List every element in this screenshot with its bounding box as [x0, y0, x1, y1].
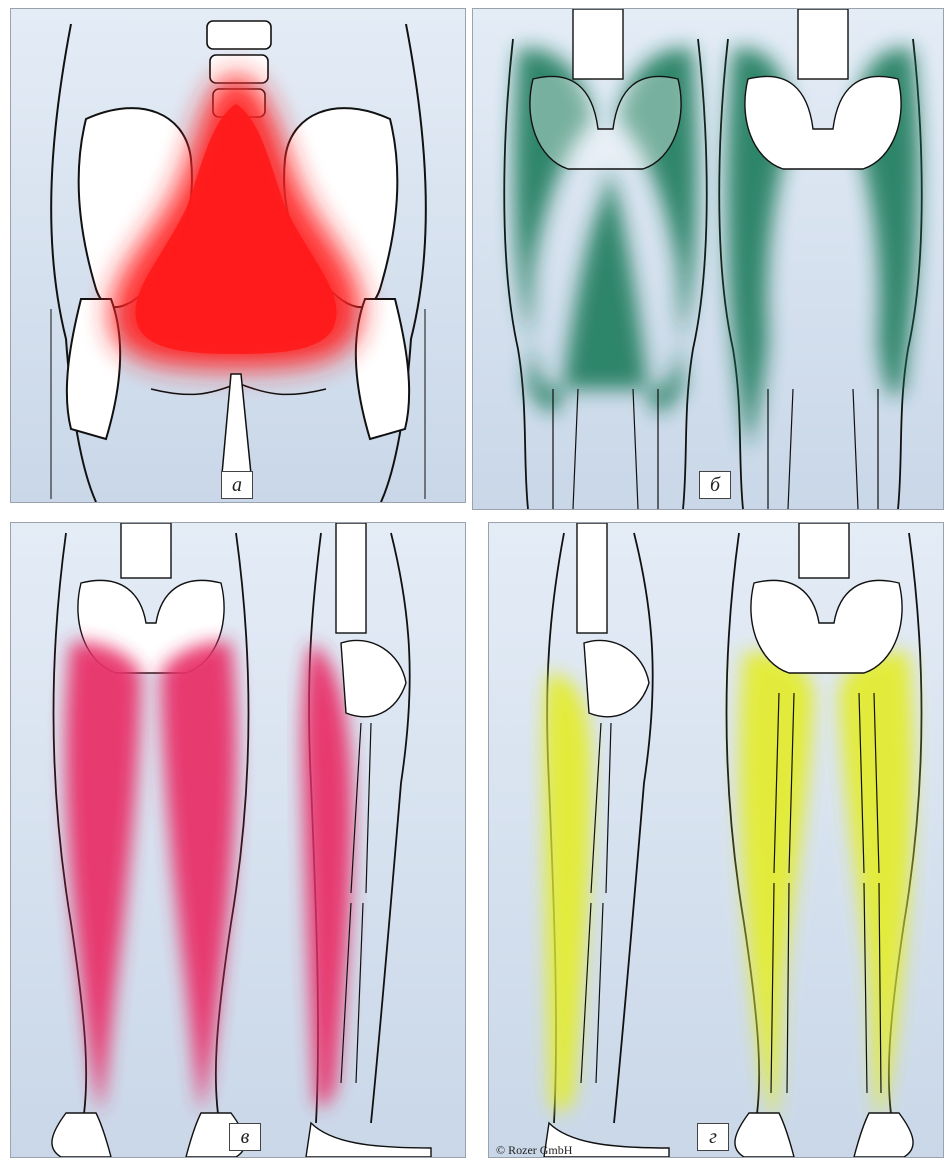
- panel-b: б: [472, 8, 944, 510]
- posterior-leg-pain-illustration: [11, 523, 465, 1157]
- copyright: © Rozer GmbH: [496, 1143, 572, 1158]
- figure-posterior: [52, 523, 249, 1157]
- panel-d: г: [488, 522, 944, 1158]
- lumbosacral-pain-illustration: [11, 9, 465, 502]
- figure-lateral: [302, 523, 431, 1157]
- panel-label-b: б: [699, 471, 731, 499]
- panel-c: в: [10, 522, 466, 1158]
- pain-area-right-leg: [161, 642, 237, 1113]
- pain-area-lateral-leg-d: [544, 673, 592, 1112]
- panel-a: а: [10, 8, 466, 503]
- pain-area-left-leg-d: [740, 652, 814, 1123]
- figure-anterior-d: [727, 523, 922, 1157]
- pain-area-left-leg: [65, 642, 141, 1113]
- panel-label-d: г: [697, 1123, 729, 1151]
- pain-area-right-leg-d: [839, 652, 913, 1123]
- figure-front: [504, 9, 707, 509]
- thigh-pain-illustration: [473, 9, 943, 509]
- panel-label-c: в: [229, 1123, 261, 1151]
- panel-label-a: а: [221, 471, 253, 499]
- figure-back: [719, 9, 922, 509]
- lateral-leg-pain-illustration: [489, 523, 943, 1157]
- pain-area-lateral-leg: [302, 643, 352, 1107]
- figure-lateral-d: [544, 523, 669, 1157]
